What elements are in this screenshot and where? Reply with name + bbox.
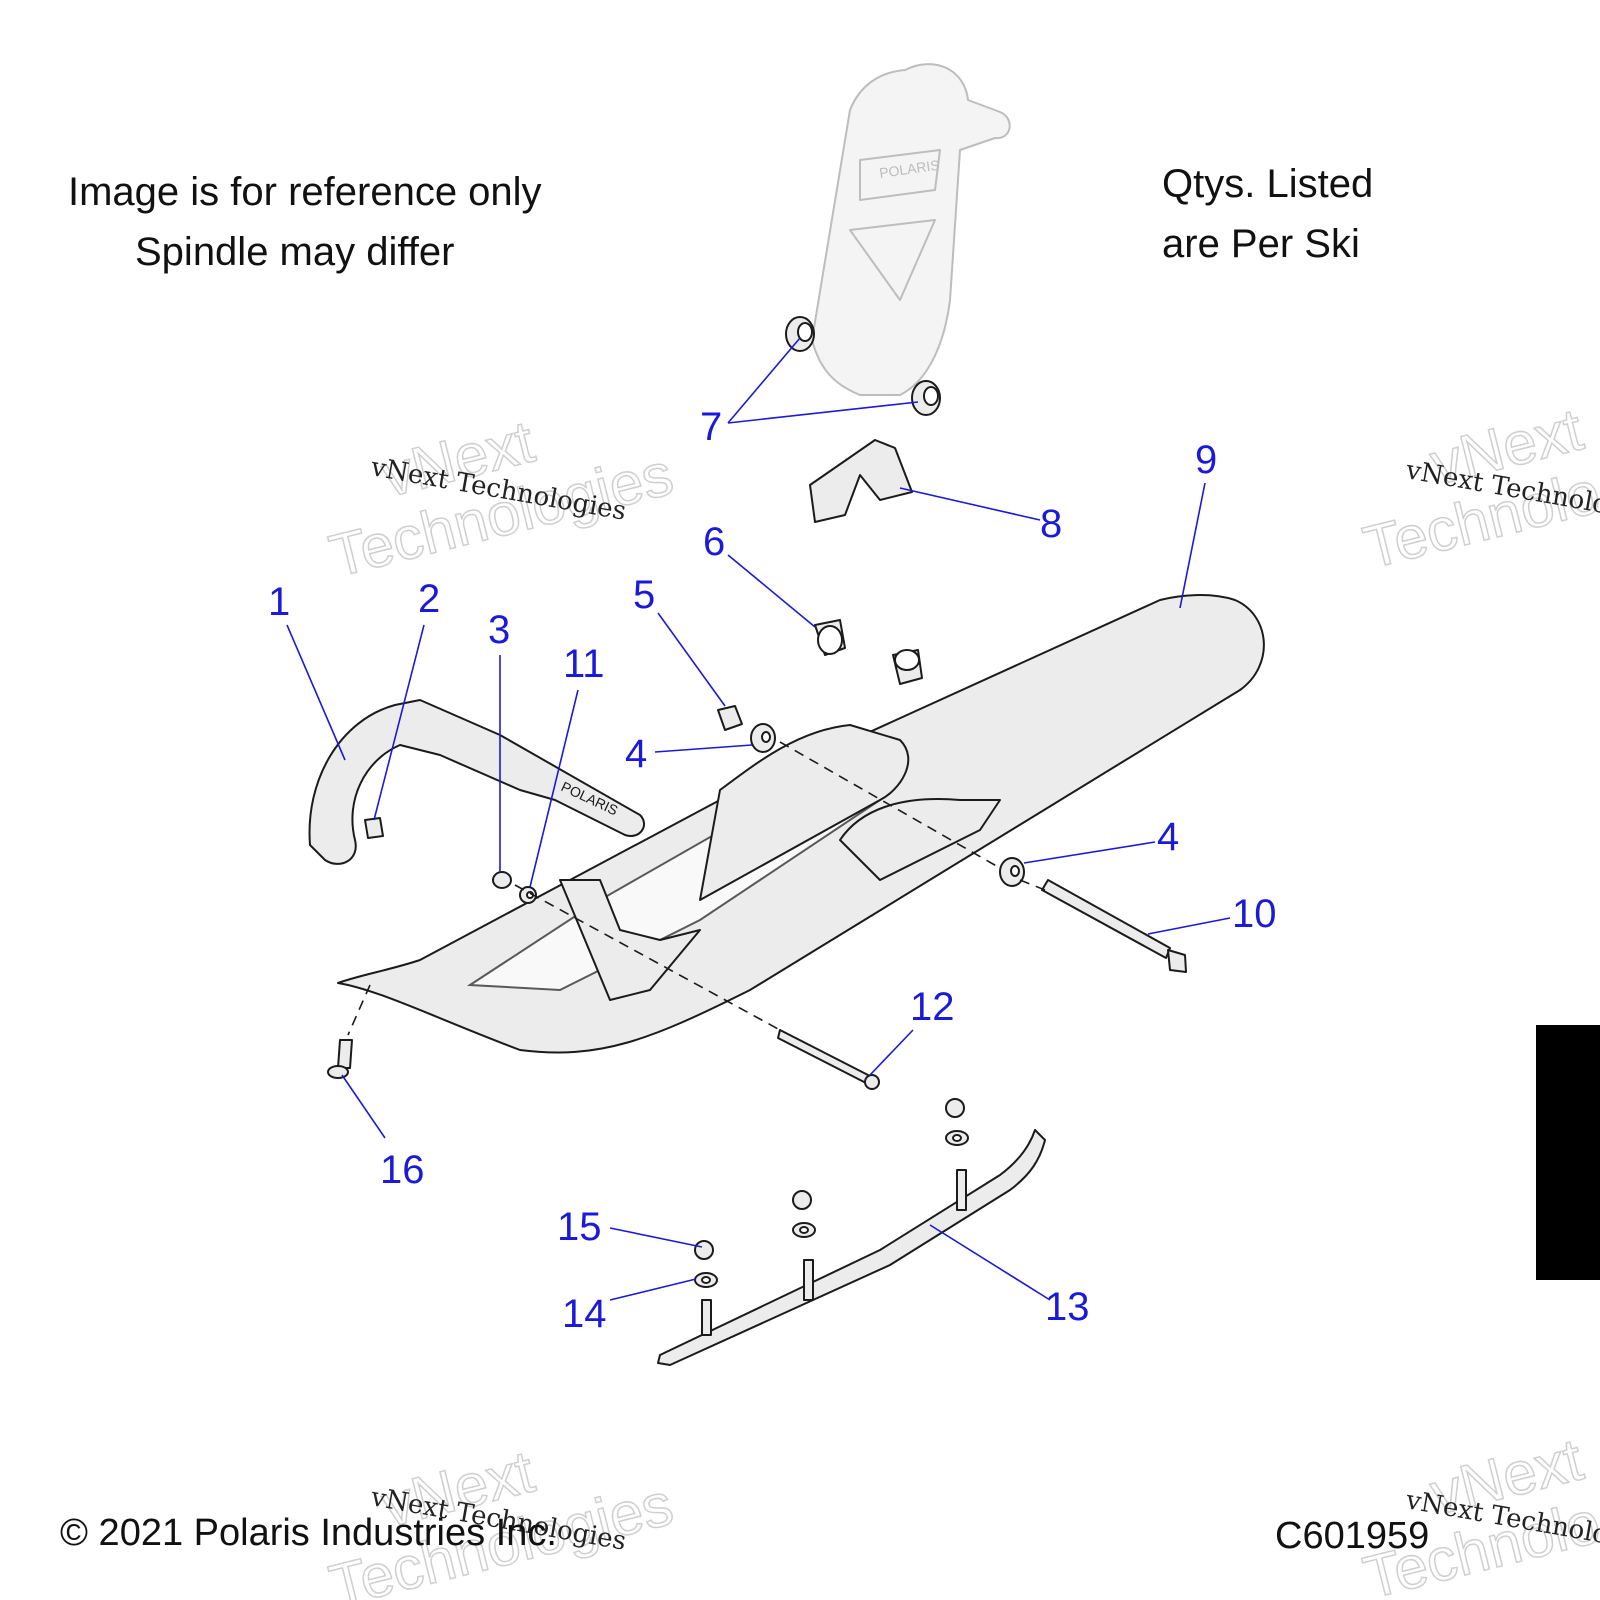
callout-9: 9 — [1195, 438, 1217, 482]
callout-1: 1 — [268, 580, 290, 624]
callout-4-left: 4 — [625, 732, 647, 776]
part-4-washer-right — [999, 857, 1025, 887]
figure-code: C601959 — [1275, 1515, 1429, 1557]
part-7-bushings — [785, 316, 941, 416]
part-13-runner — [657, 1129, 1046, 1366]
callout-15: 15 — [557, 1205, 602, 1249]
part-14-washers — [694, 1130, 969, 1288]
part-10-bolt — [1041, 879, 1187, 973]
callout-5: 5 — [633, 573, 655, 617]
callout-14: 14 — [562, 1292, 607, 1336]
callout-16: 16 — [380, 1148, 425, 1192]
callout-3: 3 — [488, 608, 510, 652]
callout-13: 13 — [1045, 1285, 1090, 1329]
callout-10: 10 — [1232, 892, 1277, 936]
part-4-washer-left — [750, 723, 776, 753]
part-8-block — [809, 439, 913, 523]
qty-note-line1: Qtys. Listed — [1162, 162, 1373, 206]
part-5-nut — [717, 705, 743, 731]
callout-12: 12 — [910, 985, 955, 1029]
qty-note-line2: are Per Ski — [1162, 222, 1360, 266]
part-12-pin — [777, 1029, 880, 1090]
part-6-bushings — [814, 619, 923, 685]
callout-2: 2 — [418, 577, 440, 621]
part-15-nuts — [694, 1098, 965, 1260]
callout-4-right: 4 — [1157, 815, 1179, 859]
part-9-ski — [337, 594, 1265, 1054]
callout-6: 6 — [703, 520, 725, 564]
part-3-nut — [492, 871, 512, 889]
leader-lines — [286, 337, 1231, 1301]
part-2-nut — [364, 817, 384, 839]
reference-note-line2: Spindle may differ — [135, 230, 454, 274]
part-1-ski-loop: POLARIS — [308, 699, 645, 865]
callout-8: 8 — [1040, 502, 1062, 546]
spindle-illustration: POLARIS — [811, 63, 1011, 396]
assembly-dashed-lines — [347, 741, 1046, 1036]
part-16-bolt — [327, 1039, 353, 1079]
section-tab — [1536, 1025, 1600, 1280]
callout-11: 11 — [563, 642, 605, 686]
callout-7: 7 — [700, 405, 722, 449]
copyright-text: © 2021 Polaris Industries Inc. — [60, 1512, 557, 1554]
reference-note-line1: Image is for reference only — [68, 170, 542, 214]
